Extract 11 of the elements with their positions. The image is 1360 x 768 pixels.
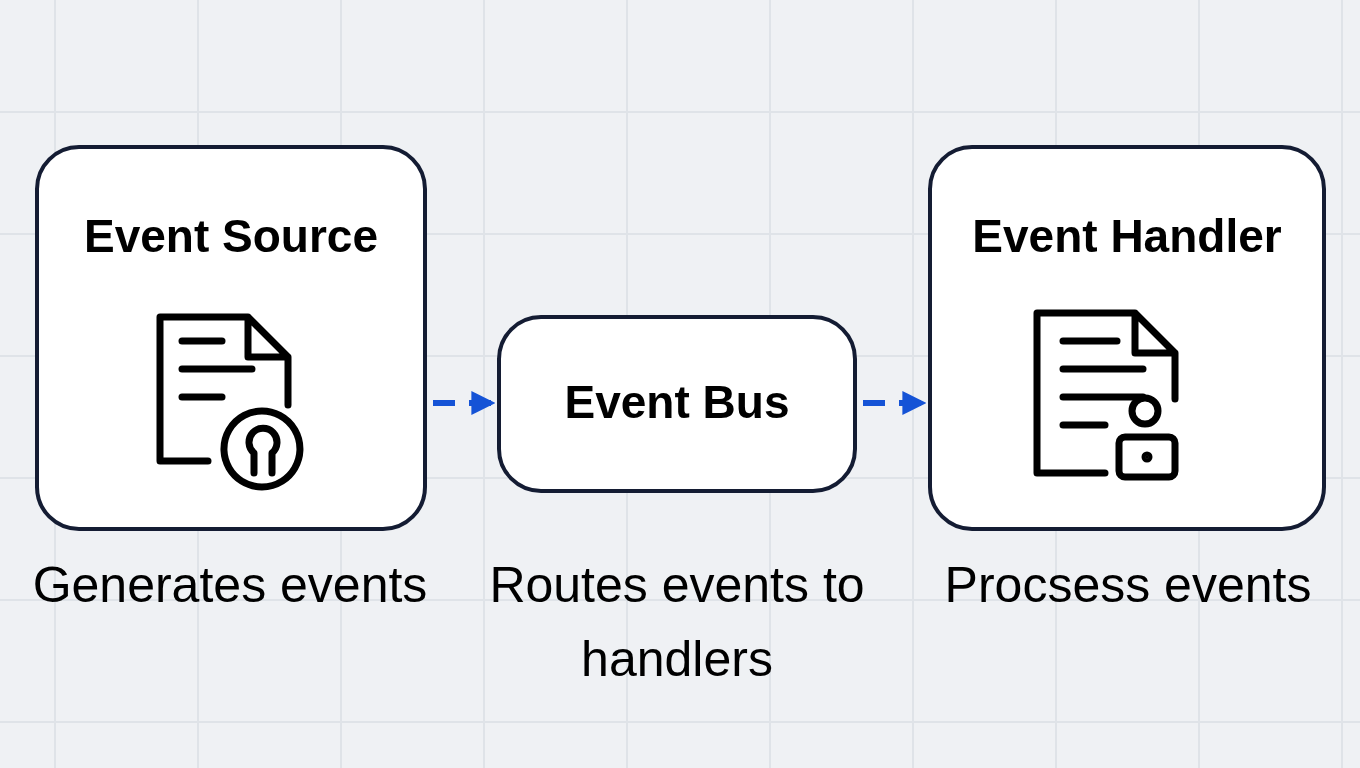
box-title: Event Bus	[563, 375, 791, 429]
node-caption: Routes events to handlers	[488, 556, 866, 689]
node-caption: Generates events	[31, 556, 429, 615]
process-box	[928, 145, 1326, 531]
box-title: Event Source	[83, 209, 379, 263]
process-box	[497, 315, 857, 493]
process-box	[35, 145, 427, 531]
node-caption: Procsess events	[943, 556, 1313, 615]
arrow	[433, 391, 496, 415]
arrow	[863, 391, 927, 415]
box-title: Event Handler	[971, 209, 1283, 263]
